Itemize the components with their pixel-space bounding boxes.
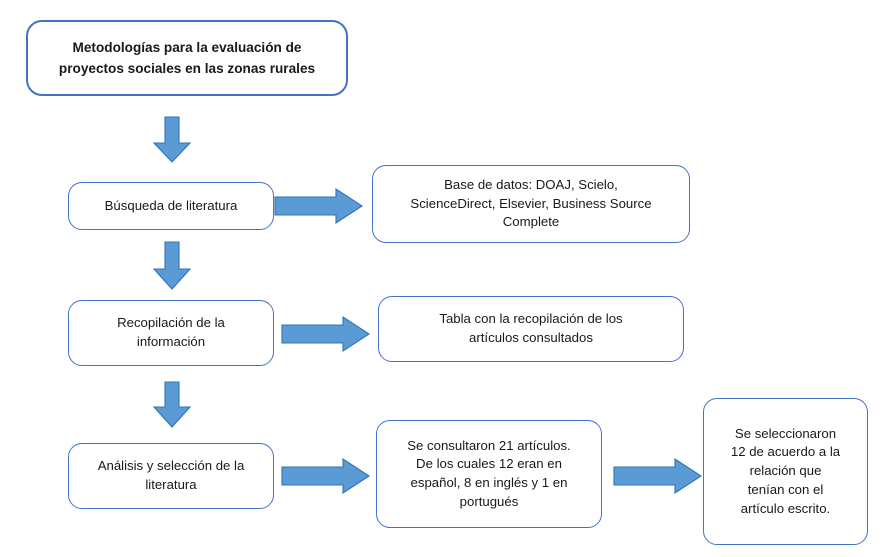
node-step1-literature-search[interactable]: Búsqueda de literatura bbox=[68, 182, 274, 230]
right-arrow-2 bbox=[281, 315, 371, 353]
node-step1-result-databases[interactable]: Base de datos: DOAJ, Scielo, ScienceDire… bbox=[372, 165, 690, 243]
node-step2-information-compilation[interactable]: Recopilación de la información bbox=[68, 300, 274, 366]
node-title-methodologies[interactable]: Metodologías para la evaluación de proye… bbox=[26, 20, 348, 96]
right-arrow-1 bbox=[274, 187, 364, 225]
node-step3-result-consulted-articles[interactable]: Se consultaron 21 artículos. De los cual… bbox=[376, 420, 602, 528]
down-arrow-2 bbox=[152, 241, 192, 291]
right-arrow-3 bbox=[281, 457, 371, 495]
down-arrow-1 bbox=[152, 116, 192, 164]
down-arrow-3 bbox=[152, 381, 192, 429]
node-step3-analysis-selection[interactable]: Análisis y selección de la literatura bbox=[68, 443, 274, 509]
right-arrow-4 bbox=[613, 457, 703, 495]
node-final-selected-articles[interactable]: Se seleccionaron 12 de acuerdo a la rela… bbox=[703, 398, 868, 545]
node-step2-result-table[interactable]: Tabla con la recopilación de los artícul… bbox=[378, 296, 684, 362]
